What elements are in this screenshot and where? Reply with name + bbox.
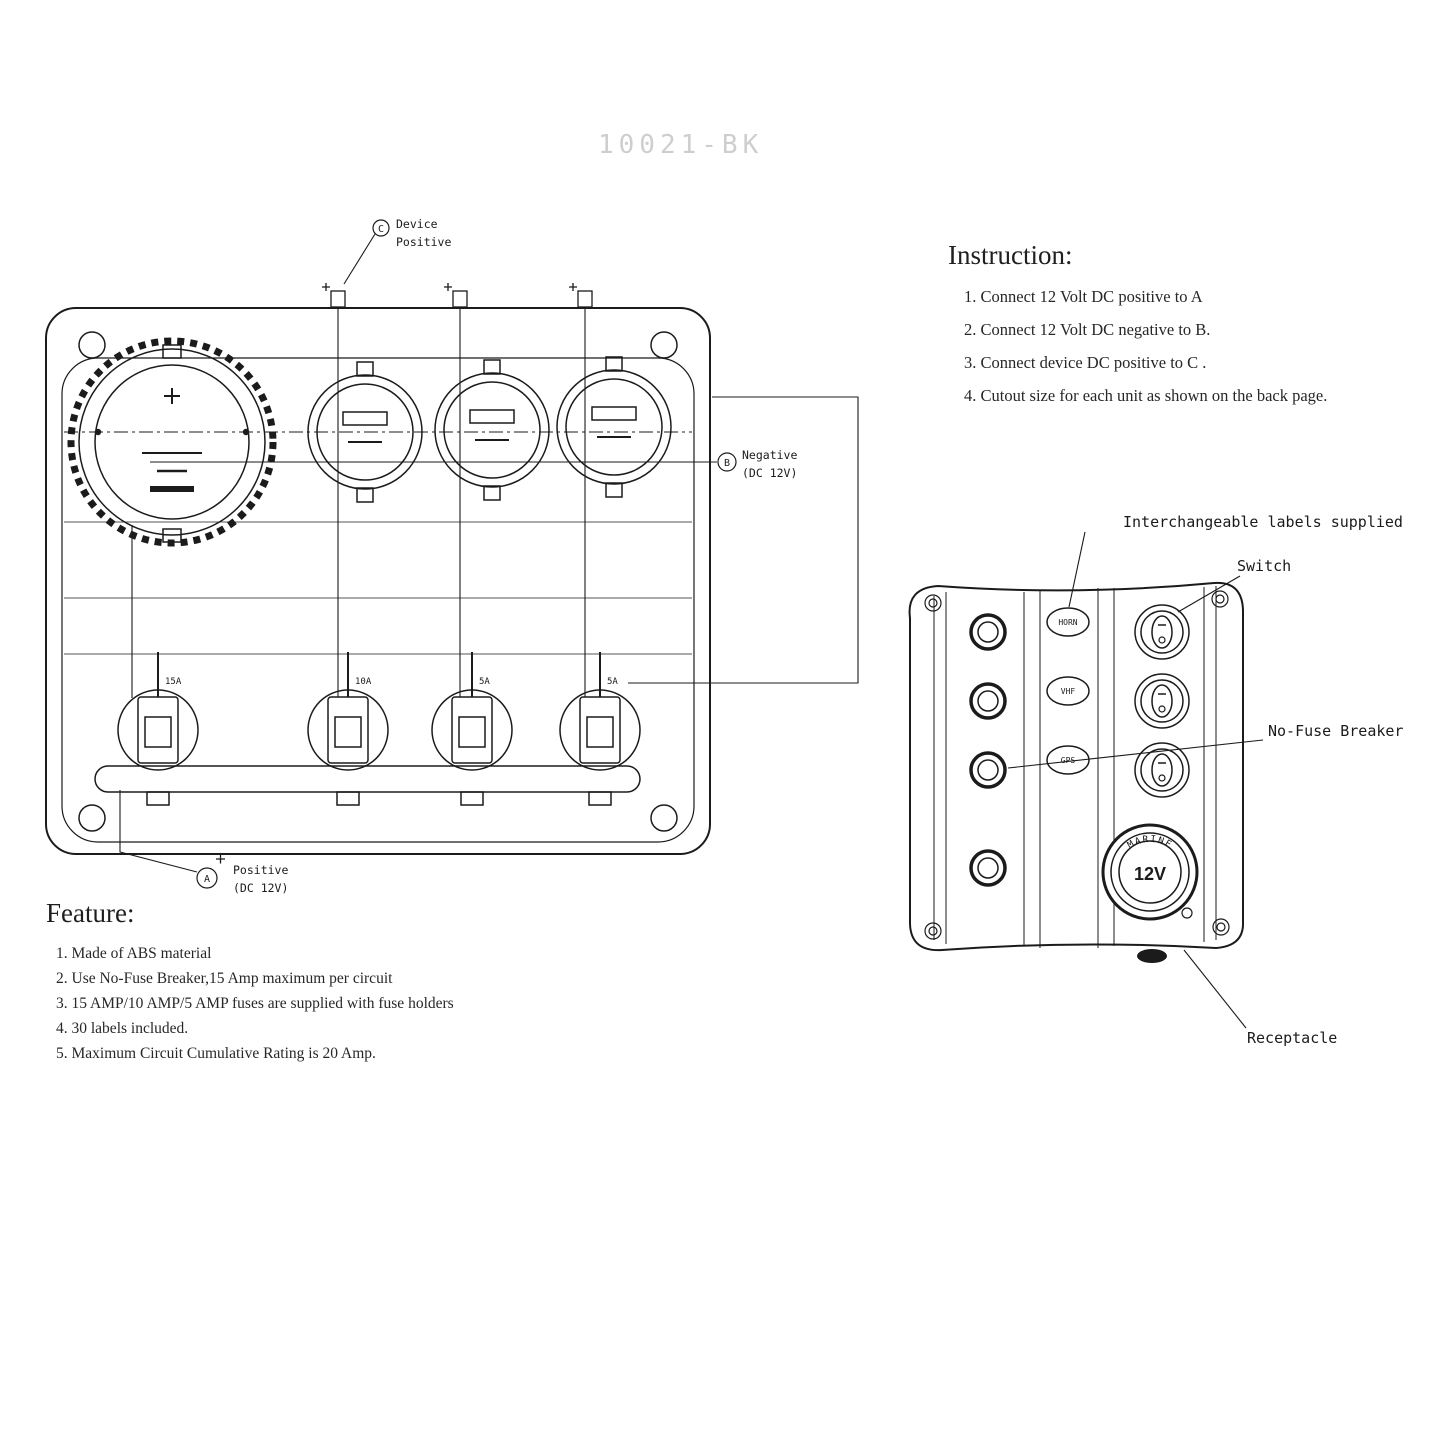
instruction-item: 2. Connect 12 Volt DC negative to B. [964,320,1211,339]
front-panel-outline [908,581,1245,952]
circuit-label: VHF [1061,687,1076,696]
terminal-a-label: A [204,874,210,885]
fuse-holder [307,652,389,806]
screw-icon [924,590,1230,940]
fuse-rating-label: 10A [355,677,372,687]
device-positive-label: Device [396,217,438,231]
leader-line [343,233,376,285]
front-view-annotations: HORN VHF GPS MARINE 12V Interchangeable … [1058,513,1403,1047]
fuse-rating-label: 15A [165,677,182,687]
leader-line [1007,531,1264,1029]
fuse-holder [431,652,513,806]
screw-hole-icon [650,804,678,832]
back-panel-outline [45,307,711,855]
back-view-annotations: C Device Positive B Negative (DC 12V) A … [165,217,797,895]
fuse-rating-label: 5A [479,677,490,687]
feature-item: 5. Maximum Circuit Cumulative Rating is … [56,1045,376,1062]
negative-sub-label: (DC 12V) [742,466,797,480]
front-view-drawing [908,531,1264,1029]
terminal-c-label: C [378,224,384,235]
fuse-rating-label: 5A [607,677,618,687]
fuse-holder [559,652,641,806]
receptacle-annotation: Receptacle [1247,1029,1337,1047]
negative-label: Negative [742,448,797,462]
wiring-bracket [628,396,859,684]
circuit-label: HORN [1058,618,1077,627]
device-positive-label2: Positive [396,235,451,249]
instruction-title: Instruction: [948,240,1073,270]
terminal-c-icon [372,219,390,237]
instruction-section: Instruction: 1. Connect 12 Volt DC posit… [948,240,1438,419]
label-oval [1046,607,1090,775]
no-fuse-breaker-annotation: No-Fuse Breaker [1268,722,1403,740]
fuse-holder [117,652,199,806]
plus-mark [164,388,180,404]
svg-text:MARINE: MARINE [1126,834,1175,851]
rocker-switch [1134,604,1190,798]
feature-list: 1. Made of ABS material 2. Use No-Fuse B… [46,945,646,1063]
feature-title: Feature: [46,898,135,928]
terminal-b-icon [717,452,737,472]
feature-item: 1. Made of ABS material [56,945,212,962]
terminal-b-label: B [724,458,730,469]
feature-item: 4. 30 labels included. [56,1020,189,1037]
feature-section: Feature: 1. Made of ABS material 2. Use … [46,898,646,1070]
instruction-item: 4. Cutout size for each unit as shown on… [964,386,1328,405]
bus-bar [94,765,641,793]
terminal-tabs [322,283,593,308]
screw-hole-icon [78,804,106,832]
socket [307,361,423,503]
socket [434,359,550,501]
positive-sub-label: (DC 12V) [233,881,288,895]
watermark: 10021-BK [598,130,764,160]
plus-mark [216,854,225,864]
screw-hole-icon [78,331,106,359]
screw-hole-icon [650,331,678,359]
power-receptacle [1101,823,1199,963]
terminal-a-icon [196,867,218,889]
feature-item: 2. Use No-Fuse Breaker,15 Amp maximum pe… [56,970,393,987]
feature-item: 3. 15 AMP/10 AMP/5 AMP fuses are supplie… [56,995,454,1012]
receptacle-voltage-label: 12V [1134,864,1166,884]
positive-label: Positive [233,863,288,877]
breaker-button [969,613,1007,887]
back-panel-inner [61,357,695,843]
leader-line [119,790,198,873]
back-view-drawing [45,219,859,889]
circuit-label: GPS [1061,756,1076,765]
socket [556,356,672,498]
instruction-list: 1. Connect 12 Volt DC positive to A 2. C… [948,287,1438,406]
instruction-item: 3. Connect device DC positive to C . [964,353,1207,372]
labels-supplied-annotation: Interchangeable labels supplied [1123,513,1403,531]
instruction-item: 1. Connect 12 Volt DC positive to A [964,287,1203,306]
main-socket [67,337,277,547]
receptacle-arc-label: MARINE [1126,834,1173,851]
switch-annotation: Switch [1237,557,1291,575]
